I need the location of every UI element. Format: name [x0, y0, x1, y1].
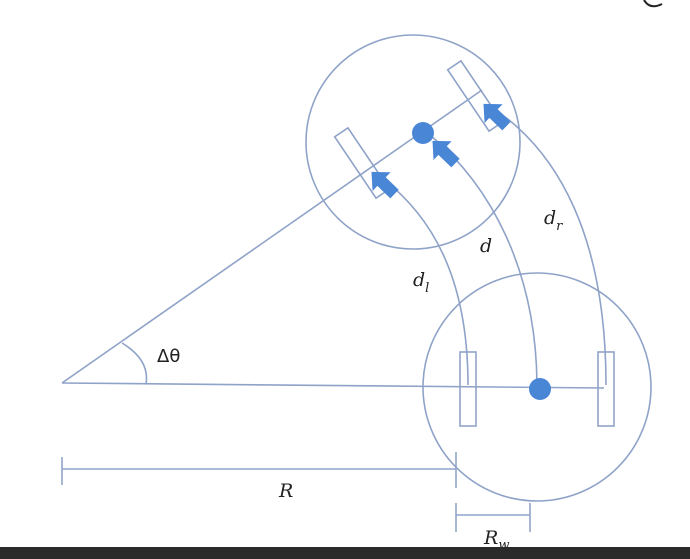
radius-label: R: [278, 480, 293, 502]
robot-final-body: [305, 34, 521, 250]
bottom-edge-bar: [0, 547, 690, 559]
right-direction-arrow-icon: [483, 103, 511, 131]
delta-theta-arc: [121, 342, 148, 385]
center-distance-label: d: [480, 235, 492, 257]
ray-rotated: [61, 89, 483, 384]
right-distance-label: dr: [544, 207, 563, 234]
right-wheel-path: [487, 104, 607, 386]
left-wheel-initial: [459, 351, 477, 427]
left-wheel-path: [381, 177, 469, 386]
ray-horizontal: [61, 382, 605, 389]
cropped-glyph: [643, 0, 663, 8]
center-direction-arrow-icon: [432, 140, 460, 168]
left-wheel-final: [333, 126, 391, 200]
robot-center-final: [412, 122, 434, 144]
left-direction-arrow-icon: [371, 171, 399, 199]
right-wheel-initial: [597, 351, 615, 427]
robot-center-initial: [529, 378, 551, 400]
left-distance-label: dl: [413, 269, 429, 296]
delta-theta-label: Δθ: [157, 346, 180, 367]
wheel-radius-label: Rw: [483, 527, 509, 553]
right-wheel-final: [446, 59, 504, 133]
